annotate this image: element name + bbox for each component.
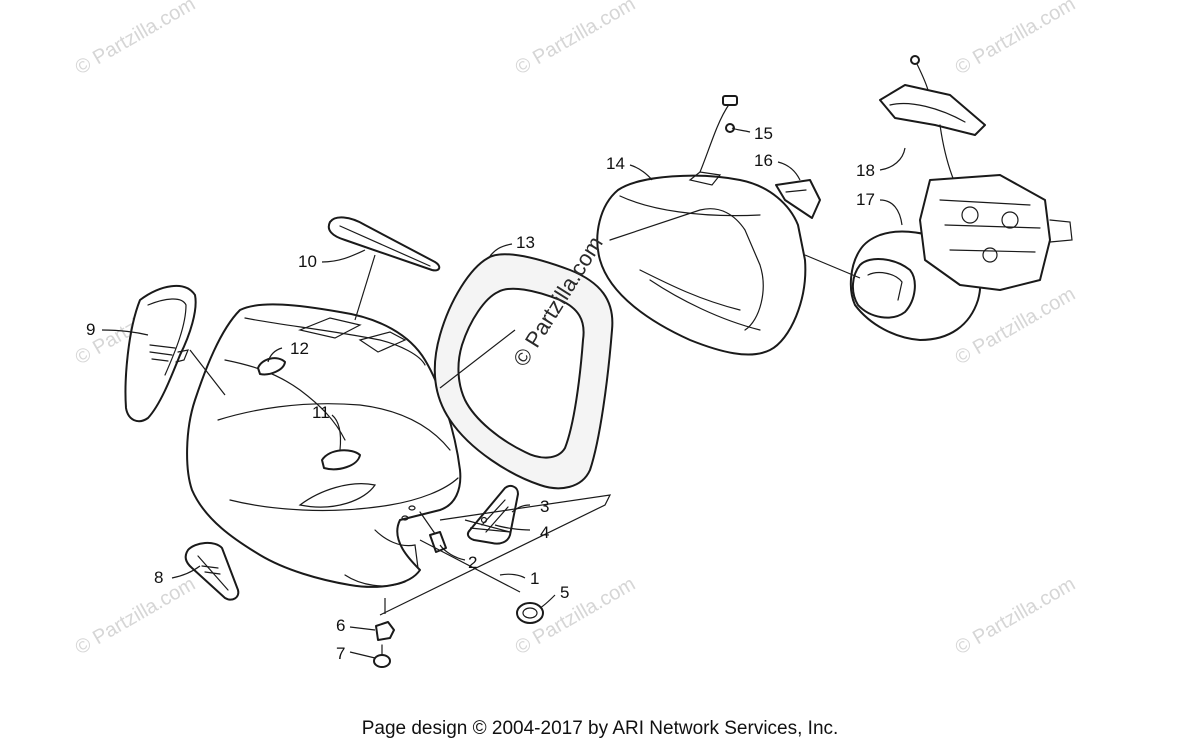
callout-16: 16	[754, 151, 773, 170]
watermark: © Partzilla.com	[512, 0, 640, 79]
callout-13: 13	[516, 233, 535, 252]
part-13-foam-frame	[433, 253, 614, 490]
callout-4: 4	[540, 523, 549, 542]
callout-10: 10	[298, 252, 317, 271]
callout-2: 2	[468, 553, 477, 572]
callout-18: 18	[856, 161, 875, 180]
callout-8: 8	[154, 568, 163, 587]
watermark: © Partzilla.com	[952, 573, 1080, 659]
part-14-airbox	[596, 171, 807, 356]
part-10-trim-strip	[327, 216, 441, 272]
watermark: © Partzilla.com	[72, 573, 200, 659]
part-5-grommet	[516, 602, 544, 624]
callout-1: 1	[530, 569, 539, 588]
leader-lines	[101, 127, 906, 659]
watermark: © Partzilla.com	[72, 0, 200, 79]
callout-14: 14	[606, 154, 625, 173]
part-2-rivet	[419, 511, 447, 553]
part-7-pin	[373, 644, 391, 668]
part-12-vent	[257, 357, 286, 376]
part-15-wire-harness	[699, 95, 738, 173]
part-9-side-vent	[124, 284, 197, 423]
callout-12: 12	[290, 339, 309, 358]
callout-11: 11	[312, 403, 330, 422]
callout-15: 15	[754, 124, 773, 143]
callout-labels: 1 2 3 4 5 6 7 8 9 10 11 12 13 14 15 16 1…	[86, 124, 875, 663]
callout-9: 9	[86, 320, 95, 339]
part-18-shield-and-engine	[879, 55, 1073, 291]
part-1-hood	[186, 303, 462, 588]
callout-5: 5	[560, 583, 569, 602]
part-16-bracket	[775, 179, 821, 219]
footer-copyright: Page design © 2004-2017 by ARI Network S…	[361, 718, 839, 739]
callout-6: 6	[336, 616, 345, 635]
callout-17: 17	[856, 190, 875, 209]
watermark: © Partzilla.com	[952, 0, 1080, 79]
callout-7: 7	[336, 644, 345, 663]
part-8-grille	[184, 542, 240, 601]
part-6-nut	[375, 621, 395, 641]
callout-3: 3	[540, 497, 549, 516]
part-11-vent	[321, 449, 361, 471]
